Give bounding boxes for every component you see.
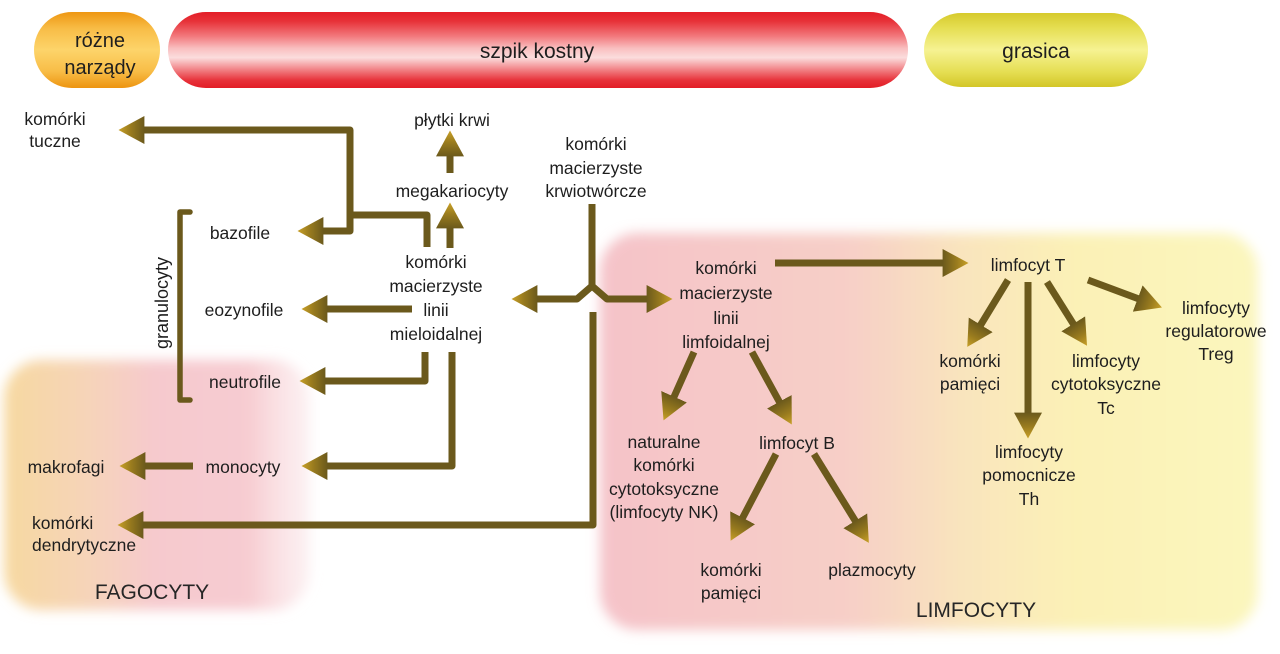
organs-pill-label: różne [75, 30, 125, 52]
header-pills: różne narządy szpik kostny grasica [34, 12, 1148, 88]
node-macrophages: makrofagi [28, 457, 105, 477]
arrow-to-dendritic-cells [117, 312, 597, 539]
node-platelets: płytki krwi [414, 110, 490, 130]
node-t-cytotoxic: cytotoksyczne [1051, 374, 1161, 394]
node-t-reg: regulatorowe [1165, 321, 1266, 341]
arrow-to-monocytes [301, 352, 456, 480]
node-hsc: macierzyste [549, 158, 642, 178]
arrow-t-to-cytotoxic [1044, 280, 1088, 346]
node-hsc: komórki [565, 134, 626, 154]
node-t-helper: limfocyty [995, 442, 1063, 462]
node-megakaryocytes: megakariocyty [396, 181, 509, 201]
arrow-to-neutrophils [299, 352, 429, 395]
node-myeloid-stem: macierzyste [389, 276, 482, 296]
node-dendritic-cells: dendrytyczne [32, 535, 136, 555]
node-nk-cells: naturalne [628, 432, 701, 452]
node-t-helper: pomocnicze [982, 465, 1075, 485]
node-nk-cells: (limfocyty NK) [610, 502, 719, 522]
node-t-cytotoxic: Tc [1097, 398, 1115, 418]
node-lymphoid-stem: macierzyste [679, 283, 772, 303]
thymus-pill [924, 13, 1148, 87]
granulocytes-bracket [177, 209, 193, 403]
arrow-b-to-plasma [811, 452, 869, 543]
arrow-b-to-memory [730, 452, 780, 541]
lymphocytes-region [600, 233, 1258, 630]
bone-marrow-pill-label: szpik kostny [480, 40, 595, 63]
node-mast-cells: komórki [24, 109, 85, 129]
arrow-t-to-memory [967, 278, 1011, 347]
node-b-memory: pamięci [701, 583, 761, 603]
node-lymphoid-stem: limfoidalnej [682, 332, 770, 352]
arrow-lymphoid-to-nk [661, 350, 698, 421]
node-myeloid-stem: komórki [405, 252, 466, 272]
node-nk-cells: cytotoksyczne [609, 479, 719, 499]
node-myeloid-stem: linii [423, 300, 448, 320]
node-lymphoid-stem: komórki [695, 258, 756, 278]
organs-pill-label: narządy [64, 57, 135, 79]
node-eosinophils: eozynofile [205, 300, 284, 320]
background-regions [4, 233, 1258, 630]
lymphocytes-section-label: LIMFOCYTY [916, 599, 1036, 622]
node-monocytes: monocyty [206, 457, 281, 477]
labels: komórki tuczne płytki krwi megakariocyty… [24, 109, 1266, 622]
node-t-memory: pamięci [940, 374, 1000, 394]
arrow-to-myeloid [511, 283, 595, 313]
arrow-to-basophils [297, 215, 354, 245]
node-dendritic-cells: komórki [32, 513, 93, 533]
bone-marrow-pill [168, 12, 908, 88]
phagocytes-region [4, 360, 310, 610]
arrow-lymphoid-to-b-cell [748, 350, 792, 425]
arrows [117, 116, 1162, 543]
node-neutrophils: neutrofile [209, 372, 281, 392]
node-myeloid-stem: mieloidalnej [390, 324, 482, 344]
node-b-cell: limfocyt B [759, 433, 835, 453]
node-plasma-cells: plazmocyty [828, 560, 916, 580]
node-mast-cells: tuczne [29, 131, 81, 151]
node-b-memory: komórki [700, 560, 761, 580]
arrow-to-lymphoid [589, 283, 673, 313]
node-t-memory: komórki [939, 351, 1000, 371]
organs-pill [34, 12, 160, 88]
node-lymphoid-stem: linii [713, 308, 738, 328]
node-t-cell: limfocyt T [991, 255, 1066, 275]
node-t-helper: Th [1019, 489, 1039, 509]
arrow-to-mast-cells [118, 116, 431, 247]
node-t-reg: limfocyty [1182, 298, 1250, 318]
node-basophils: bazofile [210, 223, 270, 243]
granulocytes-group-label: granulocyty [152, 257, 172, 349]
arrow-t-to-treg [1086, 276, 1162, 312]
phagocytes-section-label: FAGOCYTY [95, 581, 209, 604]
node-hsc: krwiotwórcze [545, 181, 646, 201]
node-t-reg: Treg [1198, 344, 1233, 364]
node-nk-cells: komórki [633, 455, 694, 475]
thymus-pill-label: grasica [1002, 40, 1070, 63]
node-t-cytotoxic: limfocyty [1072, 351, 1140, 371]
